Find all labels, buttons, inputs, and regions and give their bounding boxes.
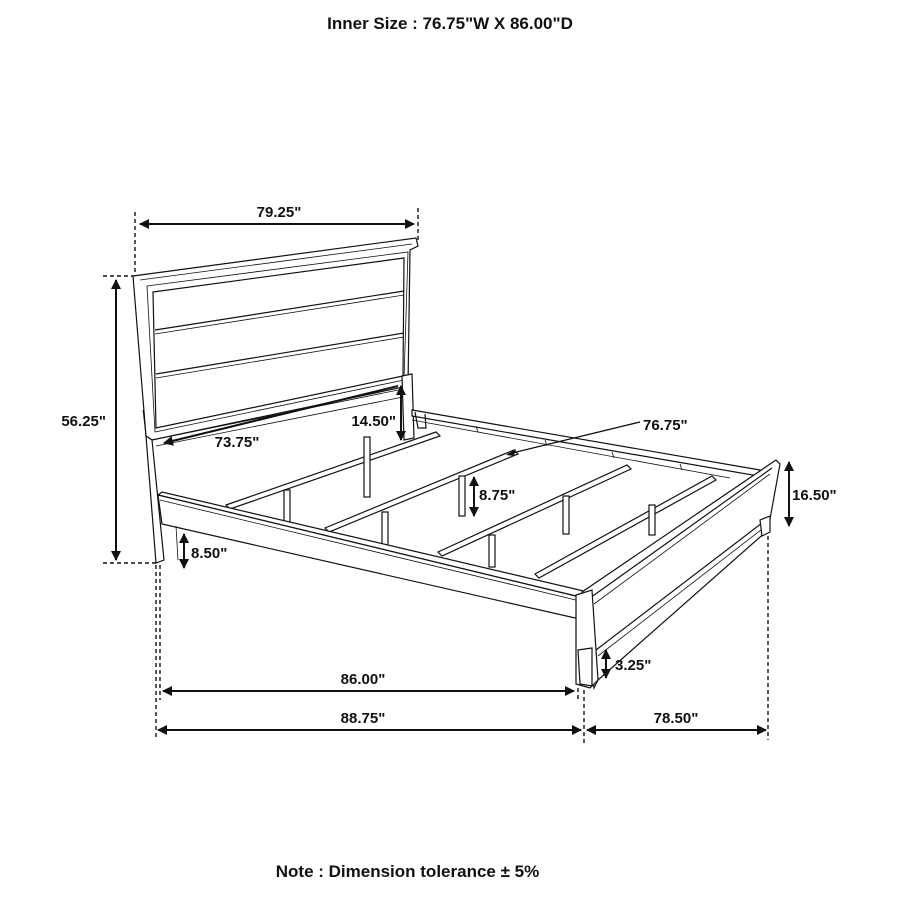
dim-side-rail-clearance: 8.50" [191, 545, 227, 562]
slats [224, 431, 717, 579]
dim-headboard-clearance: 14.50" [351, 413, 396, 430]
dim-headboard-width: 79.25" [257, 204, 302, 221]
headboard [132, 237, 419, 564]
extension-lines [103, 208, 769, 745]
far-side-rail [411, 409, 761, 479]
dim-inner-width: 76.75" [643, 417, 688, 434]
dimension-arrows [111, 219, 794, 735]
slat-leg [458, 475, 466, 517]
dim-inner-length: 86.00" [341, 671, 386, 688]
dim-footboard-height: 16.50" [792, 487, 837, 504]
dim-headboard-panel-width: 73.75" [215, 434, 260, 451]
dim-overall-length: 88.75" [341, 710, 386, 727]
slat-leg [562, 495, 570, 535]
slat-leg [283, 489, 291, 523]
slat-leg [488, 534, 496, 568]
dim-headboard-height: 56.25" [61, 413, 106, 430]
slat-leg [648, 504, 656, 536]
dim-overall-width: 78.50" [654, 710, 699, 727]
footboard [575, 459, 781, 691]
dim-slat-support-height: 8.75" [479, 487, 515, 504]
tolerance-note: Note : Dimension tolerance ± 5% [275, 862, 540, 881]
inner-size-title: Inner Size : 76.75"W X 86.00"D [327, 14, 573, 33]
dim-foot-leg-height: 3.25" [615, 657, 651, 674]
slat-leg [381, 511, 389, 547]
slat-leg [363, 436, 371, 498]
